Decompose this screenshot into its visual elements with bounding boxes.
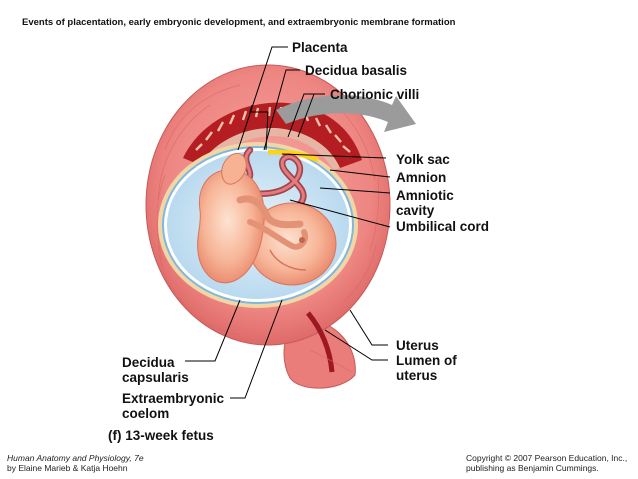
label-extraembryonic-coelom: Extraembryonic coelom — [122, 391, 224, 421]
label-decidua-capsularis-line1: Decidua — [122, 355, 175, 370]
leader-lines — [185, 46, 391, 399]
yolk-sac — [267, 149, 320, 163]
label-lumen-line2: uterus — [396, 368, 438, 383]
label-yolk-sac: Yolk sac — [396, 152, 450, 167]
label-placenta: Placenta — [292, 40, 348, 55]
label-uterus: Uterus — [396, 338, 439, 353]
footer-authors: by Elaine Marieb & Katja Hoehn — [7, 463, 128, 473]
fetus — [197, 153, 337, 286]
label-amnion: Amnion — [396, 170, 447, 185]
label-coelom-line1: Extraembryonic — [122, 391, 225, 406]
label-chorionic-villi: Chorionic villi — [330, 87, 420, 102]
figure-title: Events of placentation, early embryonic … — [22, 17, 456, 28]
label-coelom-line2: coelom — [122, 406, 170, 421]
label-amniotic-cavity: Amniotic cavity — [396, 188, 454, 218]
label-amniotic-cavity-line2: cavity — [396, 203, 435, 218]
label-umbilical-cord: Umbilical cord — [396, 219, 490, 234]
label-decidua-capsularis: Decidua capsularis — [122, 355, 189, 385]
label-lumen-line1: Lumen of — [396, 353, 457, 368]
footer-copyright-line: Copyright © 2007 Pearson Education, Inc.… — [466, 453, 628, 463]
label-decidua-capsularis-line2: capsularis — [122, 370, 189, 385]
label-amniotic-cavity-line1: Amniotic — [396, 188, 454, 203]
label-decidua-basalis: Decidua basalis — [305, 63, 408, 78]
figure-caption: (f) 13-week fetus — [108, 428, 214, 443]
footer-copyright: Copyright © 2007 Pearson Education, Inc.… — [466, 453, 627, 473]
growth-arrow-icon — [276, 95, 416, 132]
footer-book-title: Human Anatomy and Physiology, 7e — [7, 453, 144, 463]
footer-publisher: publishing as Benjamin Cummings. — [466, 463, 599, 473]
footer-citation: Human Anatomy and Physiology, 7e by Elai… — [7, 453, 144, 473]
label-lumen-of-uterus: Lumen of uterus — [396, 353, 457, 383]
